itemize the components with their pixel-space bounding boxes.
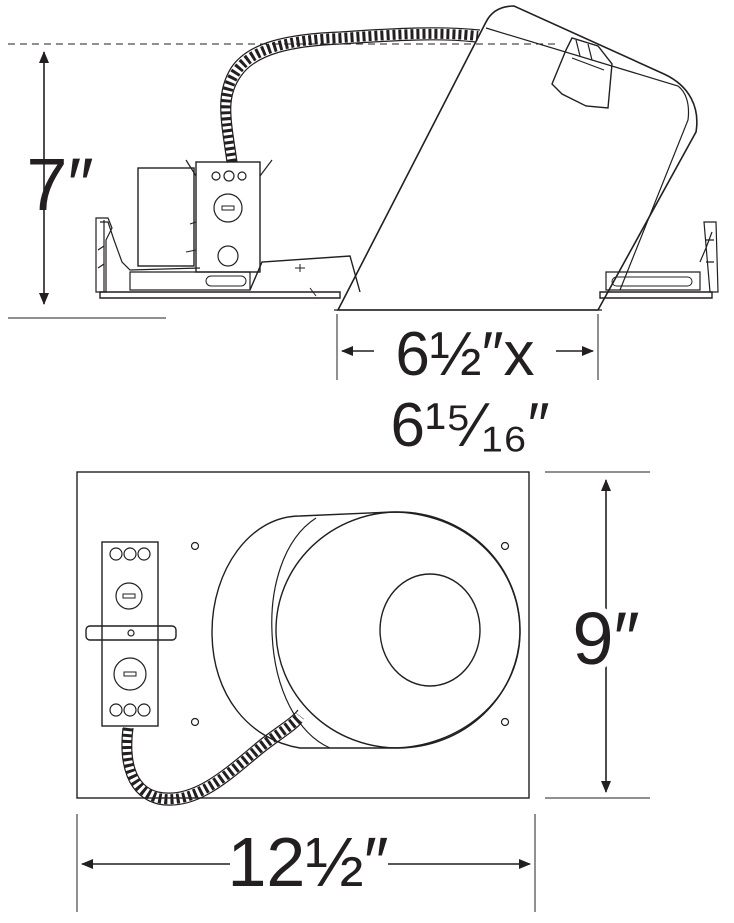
housing-base-pan [249, 255, 361, 293]
aperture-label-line2: 6¹⁵⁄₁₆″ [390, 391, 549, 460]
armored-cable-side [220, 28, 479, 163]
aperture-label-line1: 6½″x [395, 320, 534, 389]
side-view: 7″ 6½″x 6¹⁵⁄₁₆″ [8, 5, 719, 460]
can-housing-top [211, 511, 521, 749]
mounting-frame [95, 217, 719, 299]
depth-label: 9″ [572, 597, 639, 680]
height-label: 7″ [26, 143, 93, 226]
junction-box-top [85, 541, 177, 727]
mounting-hole [190, 541, 200, 551]
mounting-hole [500, 717, 510, 727]
can-housing-side [334, 5, 698, 311]
length-label: 12½″ [227, 823, 388, 901]
mounting-plate-top [76, 471, 530, 799]
mounting-hole [500, 541, 510, 551]
mounting-hole [190, 717, 200, 727]
junction-box-side [137, 159, 273, 273]
top-view: 9″ 12½″ [76, 471, 650, 912]
armored-cable-top [121, 712, 304, 805]
